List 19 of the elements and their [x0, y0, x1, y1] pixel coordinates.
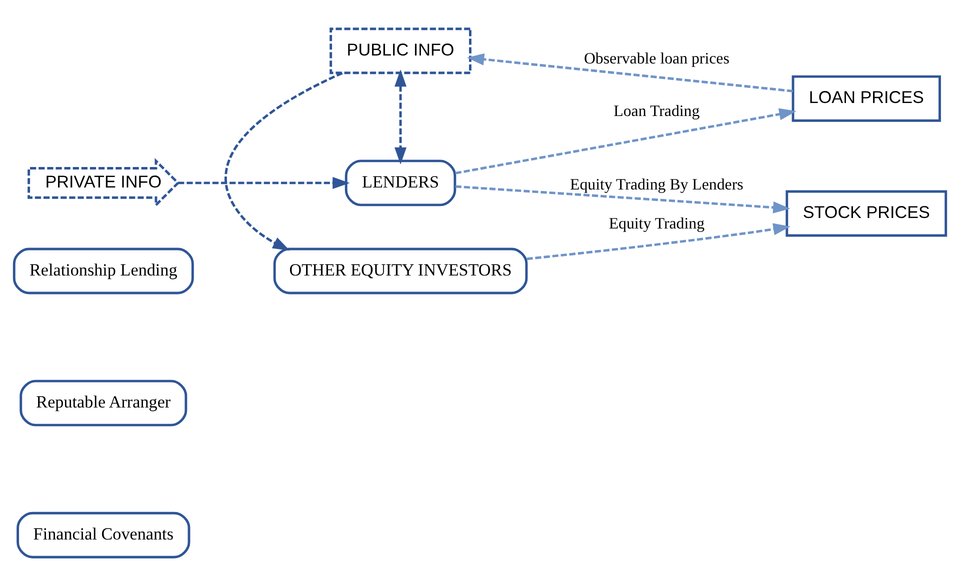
edge-label: Equity Trading [608, 216, 704, 233]
arrow [454, 185, 790, 214]
node-box: Financial Covenants [16, 512, 190, 558]
arrow [466, 53, 792, 92]
arrow [454, 108, 796, 174]
node-box: LOAN PRICES [791, 75, 940, 122]
edge-label: Loan Trading [613, 103, 700, 120]
node-box: PUBLIC INFO [329, 28, 471, 74]
edge-label: Equity Trading By Lenders [570, 176, 743, 194]
arrow [526, 223, 790, 260]
node-box: Relationship Lending [12, 248, 194, 294]
node-box: STOCK PRICES [785, 190, 947, 237]
edge-label: Observable loan prices [583, 50, 729, 68]
node-box: Reputable Arranger [19, 380, 187, 426]
arrow [394, 70, 406, 164]
arrow [224, 72, 342, 251]
node-box: LENDERS [344, 160, 456, 206]
node-box: OTHER EQUITY INVESTORS [272, 248, 528, 294]
arrow [178, 176, 350, 189]
